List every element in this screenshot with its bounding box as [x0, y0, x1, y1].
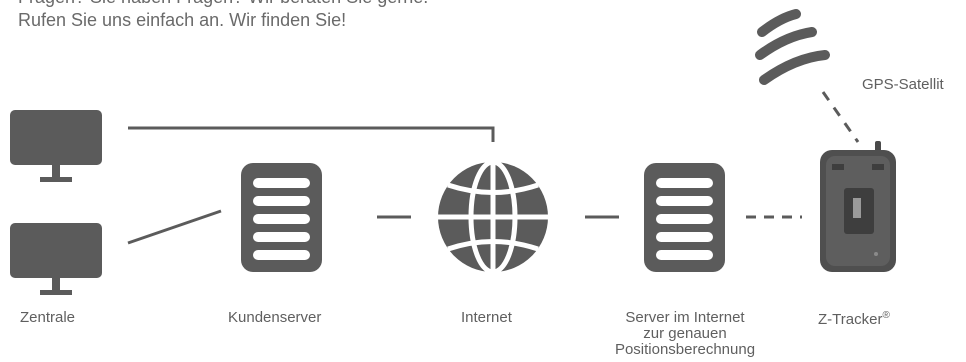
label-gps-satellit: GPS-Satellit [862, 76, 944, 93]
monitor-icon-bottom [10, 223, 102, 295]
label-internet: Internet [461, 309, 512, 326]
globe-icon [438, 159, 548, 275]
label-server-line-1: Server im Internet [625, 309, 745, 326]
registered-mark: ® [882, 310, 890, 321]
label-tracker: Z-Tracker® [818, 308, 890, 328]
intro-line-1: Fragen? Sie haben Fragen? Wir beraten Si… [18, 0, 428, 9]
intro-line-2: Rufen Sie uns einfach an. Wir finden Sie… [18, 10, 347, 30]
line-zentrale-top-to-internet [128, 126, 495, 142]
monitor-icon-top [10, 110, 102, 182]
tracker-device-icon [820, 141, 896, 272]
label-tracker-text: Z-Tracker [818, 311, 883, 328]
label-server-line-3: Positionsberechnung [614, 341, 756, 358]
label-zentrale: Zentrale [20, 309, 76, 326]
label-kundenserver: Kundenserver [228, 309, 322, 326]
line-zentrale-bottom-to-kundenserver [127, 209, 222, 245]
label-server-internet: Server im Internet zur genauen Positions… [610, 310, 760, 358]
intro-text: Fragen? Sie haben Fragen? Wir beraten Si… [18, 0, 428, 30]
satellite-signal-icon [755, 9, 830, 85]
server-icon-internet [644, 163, 725, 272]
label-server-line-2: zur genauen [643, 325, 727, 342]
line-tracker-to-satellite [821, 91, 860, 143]
connections [127, 91, 860, 245]
server-icon-kundenserver [241, 163, 322, 272]
